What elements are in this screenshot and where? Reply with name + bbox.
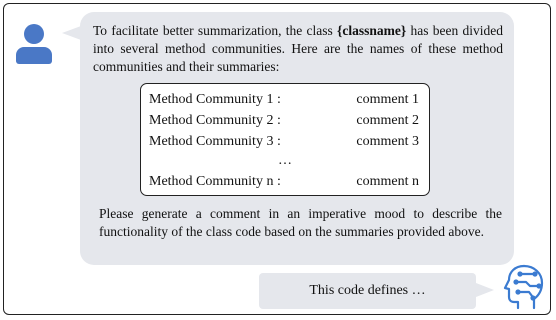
community-comment: comment 3 bbox=[356, 134, 419, 149]
community-ellipsis: … bbox=[278, 153, 292, 168]
community-row-last: Method Community n : comment n bbox=[149, 172, 423, 192]
community-comment: comment n bbox=[356, 174, 419, 189]
community-comment: comment 1 bbox=[356, 92, 419, 107]
conversation-frame bbox=[3, 3, 551, 315]
community-row: Method Community 2 : comment 2 bbox=[149, 111, 423, 131]
user-avatar-icon bbox=[14, 24, 54, 64]
classname-placeholder: {classname} bbox=[337, 23, 407, 38]
intro-text-after: has been divided into several method com… bbox=[93, 23, 503, 74]
community-name: Method Community 3 : bbox=[149, 134, 281, 149]
community-row: Method Community 1 : comment 1 bbox=[149, 90, 423, 110]
prompt-request-text: Please generate a comment in an imperati… bbox=[99, 206, 502, 239]
community-name: Method Community 1 : bbox=[149, 92, 281, 107]
ai-brain-icon bbox=[503, 264, 544, 310]
community-name: Method Community n : bbox=[149, 174, 281, 189]
community-row: Method Community 3 : comment 3 bbox=[149, 132, 423, 152]
user-bubble-tail bbox=[62, 26, 81, 40]
user-avatar-head bbox=[24, 24, 44, 44]
community-comment: comment 2 bbox=[356, 113, 419, 128]
method-community-list: Method Community 1 : comment 1 Method Co… bbox=[140, 83, 430, 196]
assistant-bubble-tail bbox=[476, 283, 494, 297]
prompt-intro-text: To facilitate better summarization, the … bbox=[93, 22, 503, 76]
intro-text-before: To facilitate better summarization, the … bbox=[93, 23, 338, 38]
community-name: Method Community 2 : bbox=[149, 113, 281, 128]
user-avatar-body bbox=[16, 47, 52, 64]
assistant-reply-text: This code defines … bbox=[309, 283, 426, 298]
assistant-message-bubble: This code defines … bbox=[259, 273, 476, 309]
